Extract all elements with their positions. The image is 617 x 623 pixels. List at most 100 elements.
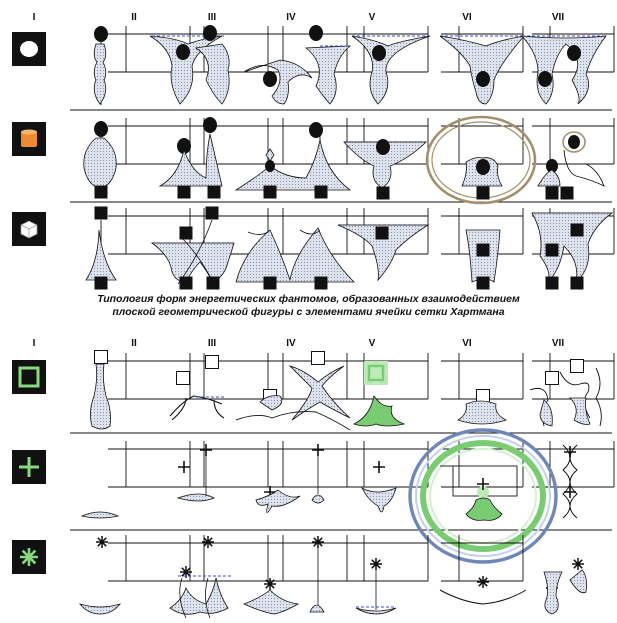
column-label: I [33,338,36,349]
black-circle-marker [309,25,323,41]
phantom-shape [540,400,552,426]
column-label: VI [462,12,472,23]
circle-icon [20,41,38,57]
black-circle-marker [376,139,390,155]
shape-icon-square-outline [12,360,46,394]
asterisk-marker [370,558,382,570]
black-square-marker [264,186,277,199]
asterisk-marker [477,576,489,588]
black-square-marker [477,187,490,200]
black-square-marker [546,187,559,200]
black-circle-marker [568,135,580,149]
black-square-marker [377,187,390,200]
black-square-marker [95,277,108,290]
phantom-outline [564,150,604,186]
phantom-shape [160,134,222,186]
phantom-shape [538,170,560,186]
phantom-shape [82,512,118,518]
black-square-marker [546,244,559,257]
green-square-glow [364,361,388,385]
black-circle-marker [372,45,386,61]
black-circle-marker [203,117,217,133]
phantom-shape [170,578,228,614]
asterisk-marker [572,558,584,570]
black-square-marker [477,277,490,290]
black-circle-marker [176,44,190,60]
column-label: III [208,12,217,23]
black-circle-marker [94,121,108,137]
column-label: V [369,338,376,349]
asterisk-icon [20,548,38,566]
black-square-marker [95,186,108,199]
phantom-shape [544,572,562,614]
outline-square-marker [177,372,190,385]
black-square-marker [95,207,108,220]
phantom-shape [152,243,234,282]
shape-icon-circle [12,32,46,66]
black-square-marker [315,186,328,199]
column-label: II [131,338,137,349]
phantom-outline [248,230,320,235]
black-square-marker [561,187,574,200]
black-square-marker [178,186,191,199]
cross-marker [178,461,190,473]
shape-icon-cylinder [12,122,46,156]
phantom-shape [90,364,110,429]
black-square-marker [571,224,584,237]
black-circle-marker [538,71,552,87]
phantom-shape [80,604,120,614]
column-label: V [369,12,376,23]
black-circle-marker [265,160,275,172]
diagram-caption: Типология форм энергетических фантомов, … [0,293,617,319]
column-label: I [33,12,36,23]
outline-square-marker [312,352,325,365]
phantom-shape [354,396,404,426]
outline-square-marker [95,351,108,364]
black-circle-marker [263,71,277,87]
column-label: IV [286,338,296,349]
black-square-marker [315,277,328,290]
black-square-marker [264,277,277,290]
icon-background [12,360,46,394]
black-square-marker [206,207,219,220]
black-square-marker [208,186,221,199]
outline-square-marker [546,372,559,385]
cylinder-top [21,130,37,135]
black-circle-marker [476,159,490,175]
asterisk-marker [264,578,276,590]
phantom-shape [458,401,506,424]
black-circle-marker [476,71,490,87]
asterisk-marker [202,536,214,548]
black-square-marker [376,227,389,240]
column-label: VII [552,338,564,349]
phantom-shape [532,213,612,282]
phantom-shape [236,228,354,282]
phantom-shape [178,494,214,501]
black-circle-marker [94,26,108,42]
black-circle-marker [567,45,581,61]
column-label: III [208,338,217,349]
cross-marker [200,444,212,456]
black-square-marker [477,244,490,257]
column-label: II [131,12,137,23]
phantom-shape [244,60,312,104]
phantom-shape [196,44,229,104]
asterisk-marker [96,536,108,548]
black-circle-marker [309,122,323,138]
phantom-shape [94,44,106,104]
phantom-shape [312,495,324,503]
helix-phantom-outline [563,445,577,518]
phantom-shape [310,605,324,612]
outline-square-marker [477,390,490,403]
column-label: VII [552,12,564,23]
asterisk-marker [312,536,324,548]
phantom-shape [522,36,606,104]
black-square-marker [546,277,559,290]
phantom-shape [362,488,396,512]
phantom-shape [256,490,300,513]
column-label: VI [462,338,472,349]
black-square-marker [207,277,220,290]
